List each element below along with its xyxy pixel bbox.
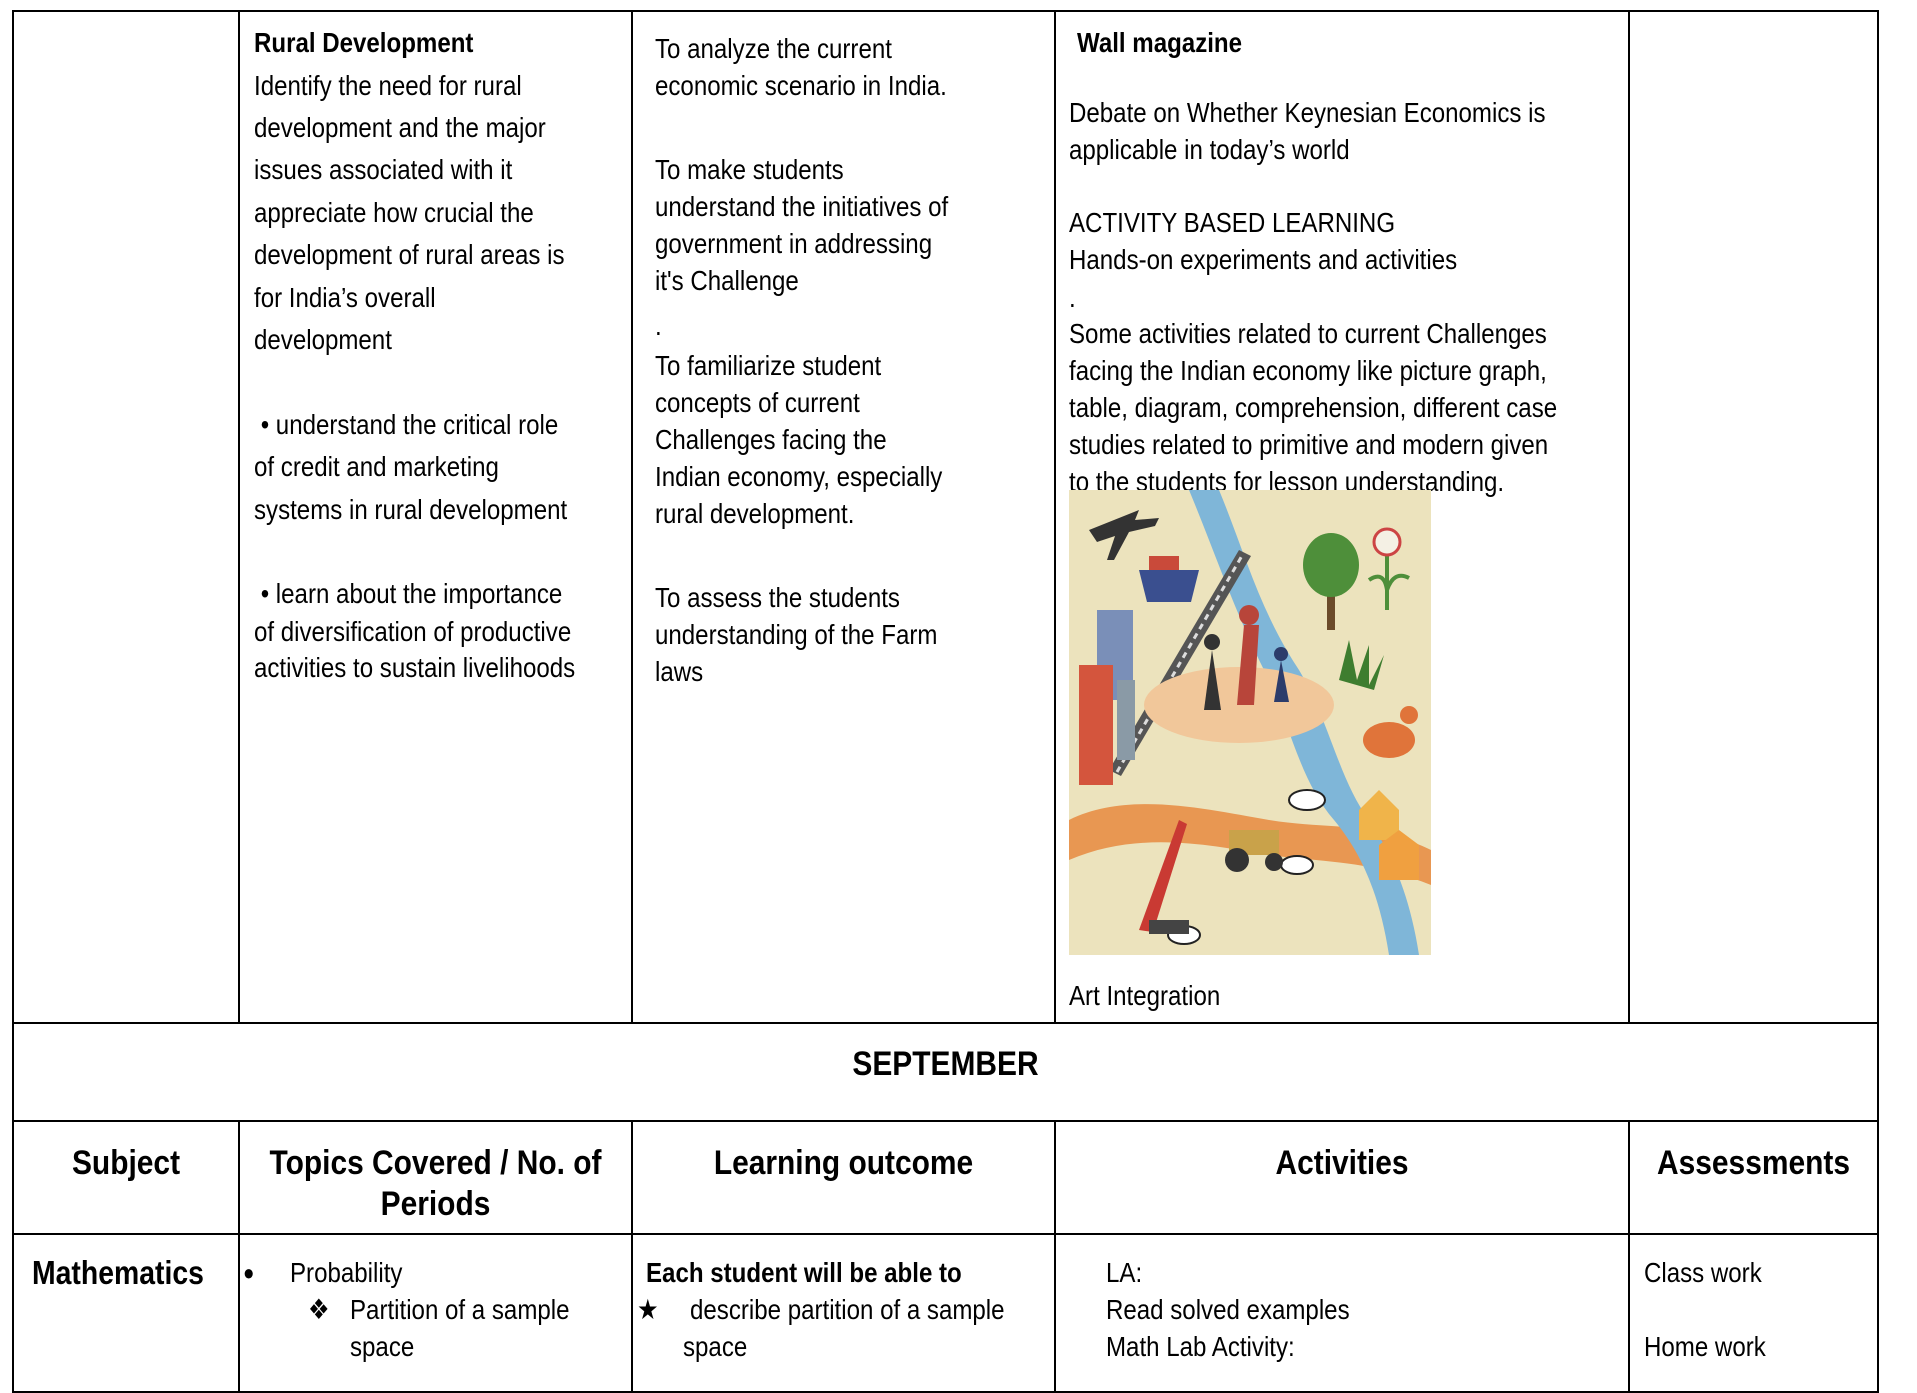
curriculum-table [12,10,1879,1393]
topic-line: appreciate how crucial the [254,197,534,228]
math-assessment: Home work [1644,1331,1766,1362]
outcome-line: To assess the students [655,582,900,613]
activity-line: Hands-on experiments and activities [1069,244,1458,275]
math-activity: Read solved examples [1106,1294,1350,1325]
activity-title: Wall magazine [1077,27,1243,58]
outcome-line: To familiarize student [655,350,882,381]
math-subtopic: Partition of a sample [350,1294,570,1325]
topic-bullet-line: • learn about the importance [254,578,563,609]
diamond-bullet-icon: ❖ [308,1294,330,1325]
outcome-line: Indian economy, especially [655,461,943,492]
outcome-title: Each student will be able to [646,1257,962,1288]
topic-bullet-line: systems in rural development [254,494,568,525]
math-activity: LA: [1106,1257,1143,1288]
outcome-line: To analyze the current [655,33,892,64]
bullet-icon: ● [243,1260,255,1285]
topic-bullet-line: activities to sustain livelihoods [254,652,576,683]
outcome-line: economic scenario in India. [655,70,947,101]
header-subject: Subject [71,1144,181,1182]
activity-line: facing the Indian economy like picture g… [1069,355,1547,386]
topic-line: development and the major [254,112,546,143]
topic-bullet-line: of diversification of productive [254,616,572,647]
outcome-dot: . [655,310,662,341]
topic-line: for India’s overall [254,282,436,313]
activity-dot: . [1069,282,1076,313]
topic-bullet-line: of credit and marketing [254,451,499,482]
outcome-line: To make students [655,154,844,185]
topic-bullet-line: • understand the critical role [254,409,559,440]
outcome-item: describe partition of a sample [690,1294,1005,1325]
topic-line: issues associated with it [254,154,513,185]
math-assessment: Class work [1644,1257,1762,1288]
outcome-line: concepts of current [655,387,860,418]
art-integration-caption: Art Integration [1069,980,1221,1011]
header-topics-line2: Periods [380,1185,491,1223]
math-subject: Mathematics [32,1254,204,1291]
outcome-line: it's Challenge [655,265,799,296]
header-activities: Activities [1275,1144,1409,1182]
activity-line: ACTIVITY BASED LEARNING [1069,207,1396,238]
activity-line: applicable in today’s world [1069,134,1350,165]
topic-title: Rural Development [254,27,474,58]
outcome-line: government in addressing [655,228,933,259]
activity-line: Some activities related to current Chall… [1069,318,1547,349]
outcome-line: Challenges facing the [655,424,887,455]
top-subject-cell [12,10,240,1024]
math-subtopic: space [350,1331,415,1362]
topic-line: development [254,324,392,355]
math-topic: Probability [290,1257,403,1288]
star-bullet-icon: ★ [637,1294,659,1325]
outcome-line: laws [655,656,704,687]
topic-line: Identify the need for rural [254,70,522,101]
header-assessments: Assessments [1657,1144,1850,1182]
activity-line: table, diagram, comprehension, different… [1069,392,1558,423]
header-topics-line1: Topics Covered / No. of [269,1144,602,1182]
month-title: SEPTEMBER [852,1045,1039,1083]
outcome-line: understanding of the Farm [655,619,938,650]
topic-line: development of rural areas is [254,239,565,270]
header-outcome: Learning outcome [713,1144,974,1182]
outcome-line: rural development. [655,498,855,529]
outcome-line: understand the initiatives of [655,191,949,222]
math-activity: Math Lab Activity: [1106,1331,1295,1362]
activity-line: Debate on Whether Keynesian Economics is [1069,97,1546,128]
top-assessments-cell [1628,10,1879,1024]
rural-development-illustration [1069,490,1431,955]
activity-line: studies related to primitive and modern … [1069,429,1549,460]
outcome-item: space [683,1331,748,1362]
